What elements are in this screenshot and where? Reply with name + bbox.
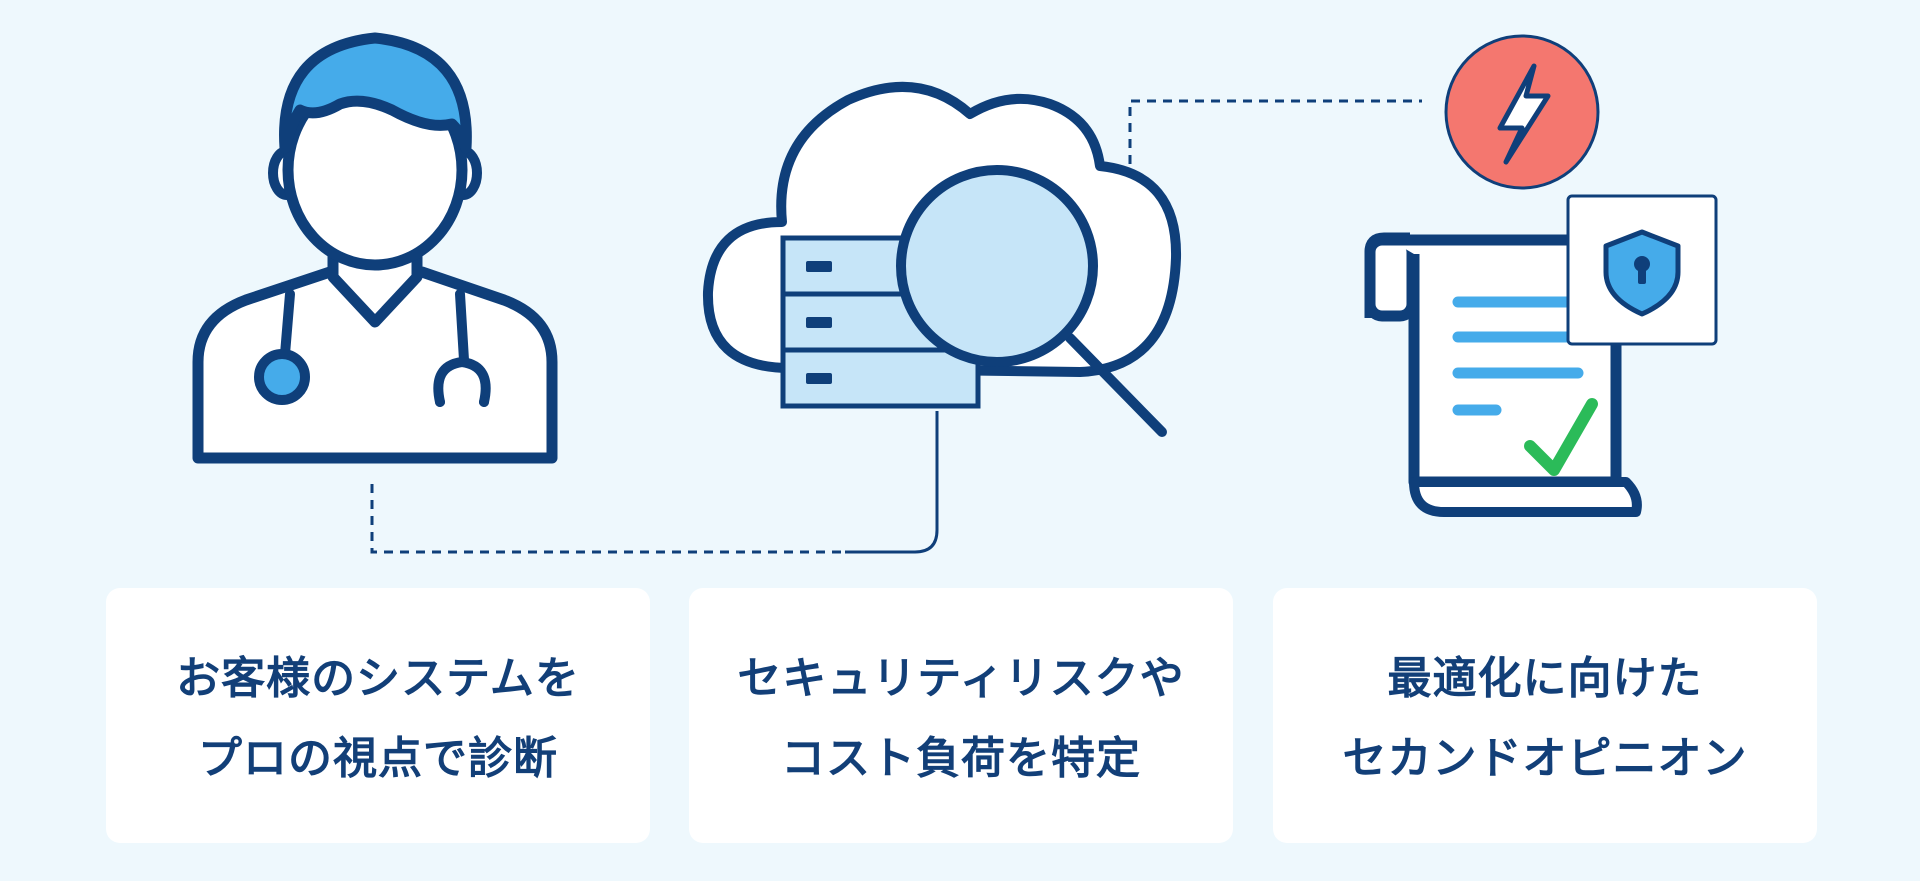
connector-doctor-to-server [370, 411, 939, 554]
card-second-opinion: 最適化に向けた セカンドオピニオン [1273, 588, 1817, 843]
card-diagnosis-line-2: プロの視点で診断 [198, 732, 558, 784]
card-opinion-line-1: 最適化に向けた [1387, 652, 1703, 704]
card-risk-line-2: コスト負荷を特定 [781, 732, 1141, 784]
card-opinion-line-2: セカンドオピニオン [1342, 732, 1748, 784]
card-diagnosis: お客様のシステムを プロの視点で診断 [106, 588, 650, 843]
cloud-server-magnifier-icon [702, 81, 1182, 437]
connector-cloud-to-badge [1128, 99, 1422, 164]
doctor-icon [192, 32, 558, 464]
card-risk-line-1: セキュリティリスクや [737, 652, 1185, 704]
card-diagnosis-line-1: お客様のシステムを [176, 652, 580, 704]
lightning-bolt-icon [1444, 34, 1600, 190]
shield-lock-icon [1566, 194, 1718, 346]
card-risk-identification: セキュリティリスクや コスト負荷を特定 [689, 588, 1233, 843]
